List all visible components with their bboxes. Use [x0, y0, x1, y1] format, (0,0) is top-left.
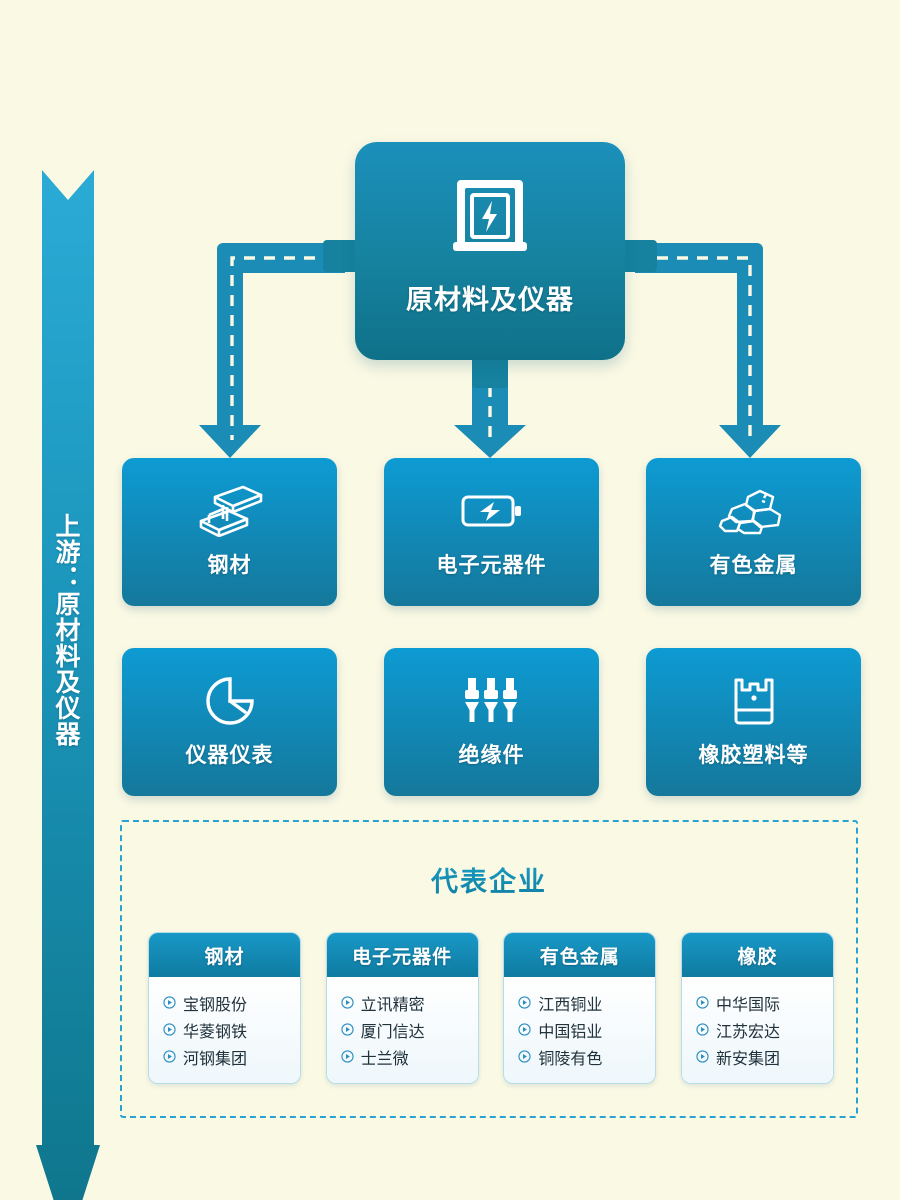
list-item-label: 新安集团 — [715, 1050, 780, 1068]
list-item-label: 士兰微 — [360, 1050, 409, 1068]
category-label: 橡胶塑料等 — [698, 744, 809, 767]
steel-beam-icon — [197, 485, 263, 537]
insulator-icon — [463, 675, 521, 727]
list-item[interactable]: 江西铜业 — [518, 989, 655, 1016]
play-circle-icon — [163, 996, 176, 1009]
representative-companies-panel: 代表企业 钢材 宝钢股份 — [120, 820, 858, 1118]
category-label: 钢材 — [207, 554, 252, 577]
hero-card-raw-materials[interactable]: 原材料及仪器 — [355, 142, 625, 360]
plastic-bag-icon — [728, 675, 780, 727]
list-item[interactable]: 铜陵有色 — [518, 1043, 655, 1070]
list-item[interactable]: 厦门信达 — [341, 1016, 478, 1043]
rep-card-body: 中华国际 江苏宏达 新安集团 — [681, 977, 833, 1083]
rep-card-header: 电子元器件 — [326, 933, 478, 977]
rep-card-nonferrous-metals[interactable]: 有色金属 江西铜业 中国铝业 — [503, 932, 657, 1084]
category-card-nonferrous-metals[interactable]: 有色金属 — [646, 458, 861, 606]
category-label: 电子元器件 — [436, 554, 547, 577]
list-item[interactable]: 新安集团 — [696, 1043, 833, 1070]
play-circle-icon — [696, 1050, 709, 1063]
list-item-label: 江苏宏达 — [715, 1023, 780, 1041]
representative-companies-title: 代表企业 — [122, 860, 856, 899]
category-label: 仪器仪表 — [185, 744, 274, 767]
play-circle-icon — [341, 996, 354, 1009]
category-card-electronic-components[interactable]: 电子元器件 — [384, 458, 599, 606]
hero-connector-bottom — [472, 356, 508, 388]
rep-card-body: 宝钢股份 华菱钢铁 河钢集团 — [149, 977, 300, 1083]
list-item[interactable]: 宝钢股份 — [163, 989, 300, 1016]
gauge-icon — [204, 675, 256, 727]
list-item-label: 江西铜业 — [538, 996, 603, 1014]
list-item-label: 厦门信达 — [360, 1023, 425, 1041]
list-item[interactable]: 华菱钢铁 — [163, 1016, 300, 1043]
list-item-label: 中国铝业 — [538, 1023, 603, 1041]
ore-rocks-icon — [718, 485, 790, 537]
list-item[interactable]: 立讯精密 — [341, 989, 478, 1016]
hero-connector-right — [621, 240, 657, 272]
list-item-label: 河钢集团 — [183, 1050, 248, 1068]
list-item-label: 宝钢股份 — [183, 996, 248, 1014]
list-item-label: 中华国际 — [715, 996, 780, 1014]
rep-card-header: 有色金属 — [504, 933, 656, 977]
list-item[interactable]: 中华国际 — [696, 989, 833, 1016]
rep-card-body: 江西铜业 中国铝业 铜陵有色 — [504, 977, 656, 1083]
category-card-rubber-plastics[interactable]: 橡胶塑料等 — [646, 648, 861, 796]
down-arrow-band-icon — [36, 170, 100, 1200]
category-label: 有色金属 — [709, 554, 798, 577]
rep-card-rubber[interactable]: 橡胶 中华国际 江苏宏达 — [680, 932, 834, 1084]
representative-company-cards: 钢材 宝钢股份 华菱钢铁 — [148, 932, 834, 1084]
play-circle-icon — [163, 1050, 176, 1063]
upstream-arrow-band: 上游：原材料及仪器 — [18, 85, 100, 1200]
rep-card-header: 橡胶 — [681, 933, 833, 977]
list-item[interactable]: 江苏宏达 — [696, 1016, 833, 1043]
rep-card-steel[interactable]: 钢材 宝钢股份 华菱钢铁 — [148, 932, 301, 1084]
play-circle-icon — [163, 1023, 176, 1036]
list-item-label: 华菱钢铁 — [183, 1023, 248, 1041]
play-circle-icon — [518, 1050, 531, 1063]
hero-connector-left — [323, 240, 359, 272]
rep-card-electronic-components[interactable]: 电子元器件 立讯精密 厦门信达 — [325, 932, 479, 1084]
list-item-label: 铜陵有色 — [538, 1050, 603, 1068]
category-grid: 钢材 电子元器件 — [122, 458, 862, 796]
play-circle-icon — [518, 996, 531, 1009]
category-card-insulators[interactable]: 绝缘件 — [384, 648, 599, 796]
battery-icon — [461, 485, 523, 537]
upstream-arrow-label: 上游：原材料及仪器 — [52, 513, 80, 747]
hero-label: 原材料及仪器 — [406, 285, 574, 315]
list-item[interactable]: 中国铝业 — [518, 1016, 655, 1043]
list-item[interactable]: 河钢集团 — [163, 1043, 300, 1070]
category-label: 绝缘件 — [458, 744, 525, 767]
category-card-steel[interactable]: 钢材 — [122, 458, 337, 606]
play-circle-icon — [341, 1050, 354, 1063]
category-card-instruments[interactable]: 仪器仪表 — [122, 648, 337, 796]
play-circle-icon — [696, 1023, 709, 1036]
play-circle-icon — [696, 996, 709, 1009]
electric-cabinet-icon — [453, 180, 527, 251]
play-circle-icon — [341, 1023, 354, 1036]
rep-card-header: 钢材 — [149, 933, 300, 977]
list-item[interactable]: 士兰微 — [341, 1043, 478, 1070]
rep-card-body: 立讯精密 厦门信达 士兰微 — [326, 977, 478, 1083]
list-item-label: 立讯精密 — [360, 996, 425, 1014]
play-circle-icon — [518, 1023, 531, 1036]
